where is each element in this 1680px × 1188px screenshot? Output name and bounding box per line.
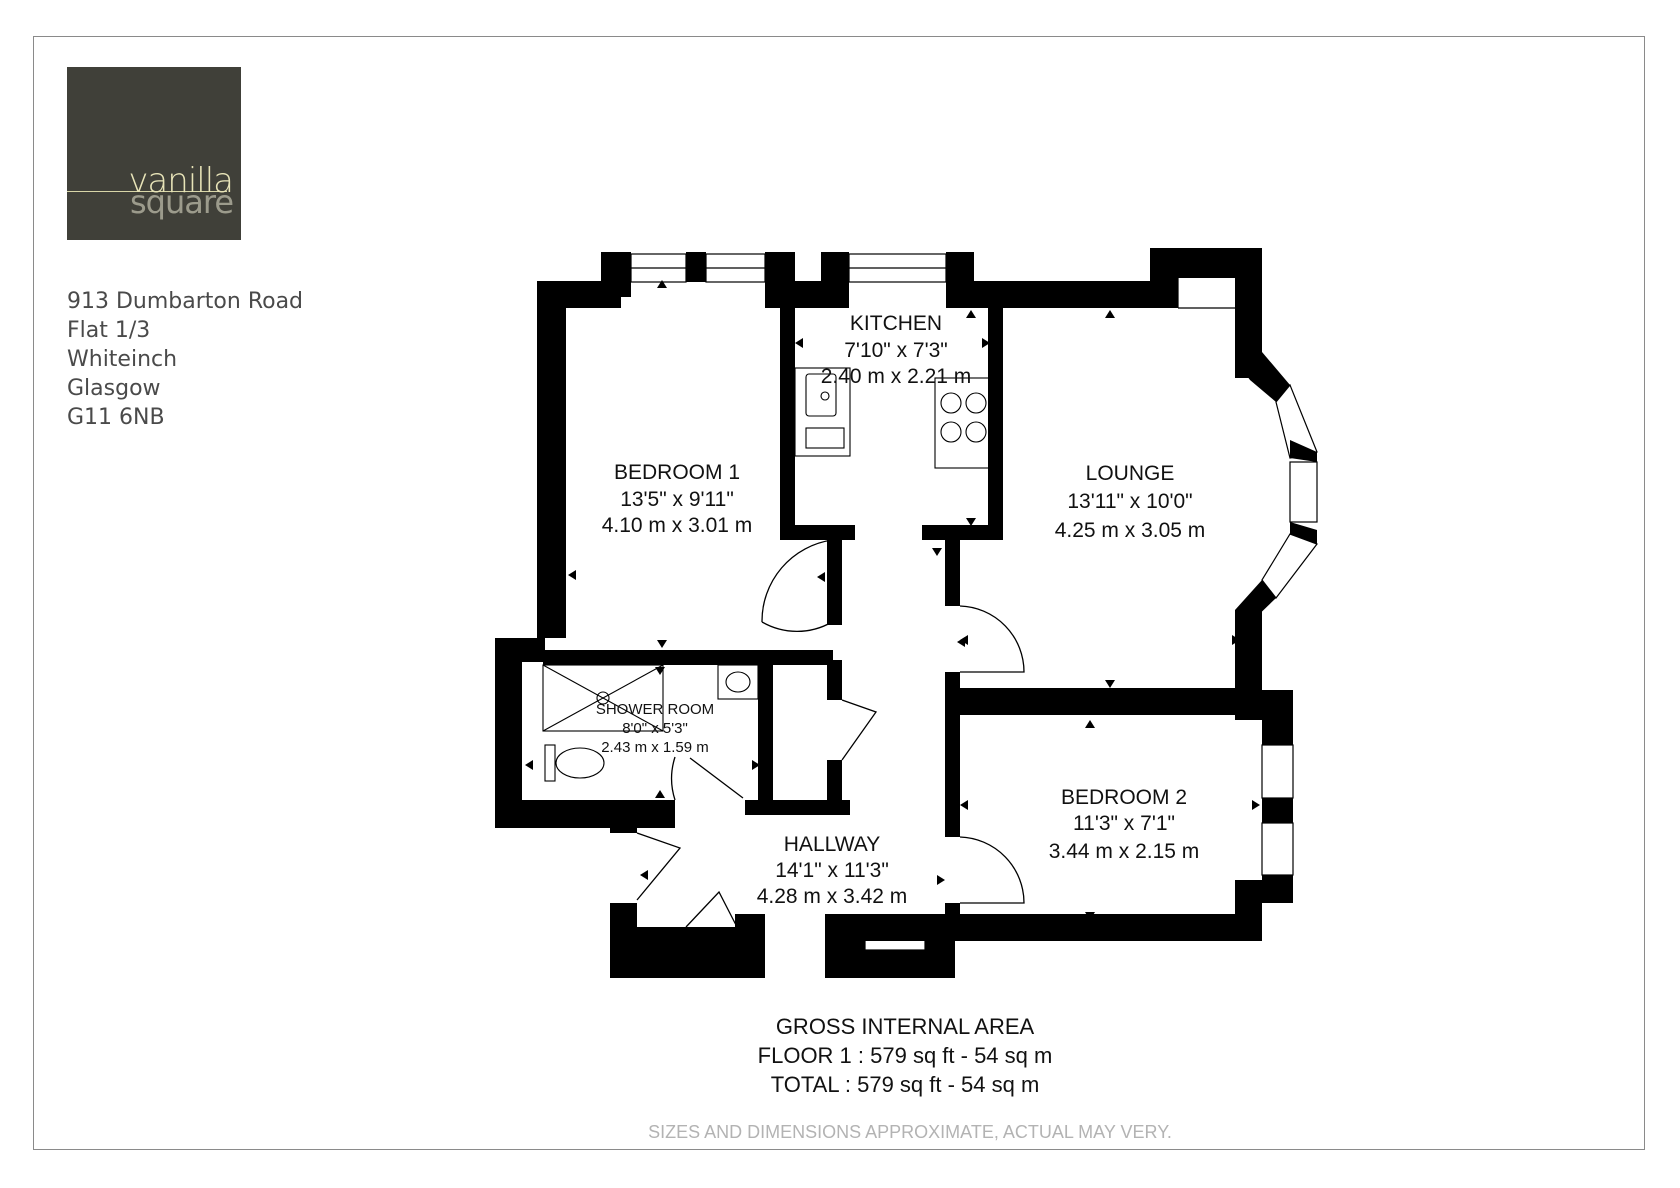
wall-hall-east-b — [945, 903, 960, 923]
bedroom2-name: BEDROOM 2 — [1061, 786, 1187, 809]
logo-line — [67, 191, 227, 192]
windows — [630, 253, 1318, 951]
address-line-5: G11 6NB — [67, 405, 165, 430]
window-lounge-bay-2 — [1289, 461, 1318, 523]
wall-hall-west-c — [610, 903, 637, 978]
wall-bed2-bay-pier-bot — [1262, 875, 1293, 903]
shower-imperial: 8'0" x 5'3" — [622, 720, 688, 737]
wall-window-pier-1 — [601, 252, 631, 297]
wall-kitchen-east — [988, 300, 1003, 540]
lounge-imperial: 13'11" x 10'0" — [1067, 490, 1192, 513]
wall-kitchen-south-b — [922, 525, 1002, 540]
window-bedroom2-a — [1261, 744, 1294, 799]
wall-cupboard-east — [827, 760, 842, 815]
area-floor: FLOOR 1 : 579 sq ft - 54 sq m — [757, 1043, 1053, 1068]
address-line-3: Whiteinch — [67, 347, 178, 372]
wall-shower-west — [495, 638, 522, 828]
area-total: TOTAL : 579 sq ft - 54 sq m — [770, 1072, 1040, 1097]
wall-bed2-south — [953, 914, 1262, 941]
address-block: 913 Dumbarton Road Flat 1/3 Whiteinch Gl… — [67, 287, 303, 432]
page-frame — [33, 36, 1645, 1150]
wall-lounge-north — [946, 281, 1176, 308]
fixtures — [542, 367, 991, 782]
dimension-markers — [525, 280, 1260, 925]
toilet-cistern — [544, 744, 556, 782]
kitchen-metric: 2.40 m x 2.21 m — [821, 365, 972, 388]
bedroom2-metric: 3.44 m x 2.15 m — [1049, 840, 1200, 863]
wall-kitchen-pier-a — [821, 252, 849, 282]
door-bedroom1 — [761, 539, 833, 632]
window-bedroom2-b — [1261, 822, 1294, 876]
wall-window-pier-2 — [686, 252, 706, 282]
bedroom1-imperial: 13'5" x 9'11" — [620, 488, 734, 511]
kitchen-sink — [794, 367, 851, 457]
lounge-metric: 4.25 m x 3.05 m — [1055, 519, 1206, 542]
wall-shower-north-stub — [495, 638, 545, 662]
doors — [636, 539, 1025, 928]
address-line-2: Flat 1/3 — [67, 318, 151, 343]
wall-lounge-south — [945, 688, 1245, 715]
door-lounge — [959, 605, 1025, 673]
room-labels: BEDROOM 1 13'5" x 9'11" 4.10 m x 3.01 m … — [596, 312, 1205, 908]
bedroom2-imperial: 11'3" x 7'1" — [1073, 812, 1175, 835]
door-entrance — [636, 832, 682, 901]
hallway-name: HALLWAY — [784, 833, 880, 856]
kitchen-imperial: 7'10" x 7'3" — [844, 339, 948, 362]
shower-metric: 2.43 m x 1.59 m — [601, 739, 709, 756]
wall-bed2-bay-pier-top — [1262, 690, 1293, 745]
wall-bay-1 — [1235, 352, 1290, 402]
door-cupboard — [841, 699, 878, 761]
wall-bed2-bay-pier-mid — [1262, 798, 1293, 823]
shower-name: SHOWER ROOM — [596, 701, 714, 718]
wall-kitchen-south-a — [780, 525, 855, 540]
shower-tray — [542, 664, 664, 732]
window-lounge-bay-1 — [1275, 383, 1318, 459]
logo-word-square: square — [129, 183, 234, 221]
logo-word-vanilla: vanilla — [128, 161, 234, 201]
walls — [495, 248, 1317, 978]
logo: vanilla square — [67, 67, 241, 240]
kitchen-name: KITCHEN — [850, 312, 942, 335]
wall-bed1-south — [543, 650, 833, 665]
window-hallway — [864, 921, 926, 951]
hallway-metric: 4.28 m x 3.42 m — [757, 885, 908, 908]
door-bedroom2 — [959, 836, 1025, 904]
wall-cupboard-south — [637, 927, 737, 951]
wall-kitchen-west — [780, 300, 795, 540]
wall-cupboard-north — [827, 660, 842, 700]
disclaimer: SIZES AND DIMENSIONS APPROXIMATE, ACTUAL… — [648, 1122, 1172, 1142]
wall-cupboard-south-a — [745, 800, 850, 815]
lounge-name: LOUNGE — [1086, 462, 1175, 485]
address-line-4: Glasgow — [67, 376, 161, 401]
wall-lounge-chimney-left — [1150, 248, 1178, 308]
wall-shower-south — [495, 800, 675, 828]
toilet-bowl — [555, 747, 605, 779]
door-shower — [671, 756, 744, 801]
wall-hall-south-b — [825, 950, 955, 978]
wall-bedroom1-west — [537, 281, 566, 638]
bedroom1-metric: 4.10 m x 3.01 m — [602, 514, 753, 537]
window-lounge-bay-3 — [1261, 533, 1318, 599]
wall-shower-east — [758, 662, 773, 800]
basin — [717, 664, 759, 700]
area-heading: GROSS INTERNAL AREA — [775, 1014, 1035, 1039]
wall-bed1-hall-a — [827, 540, 842, 625]
wall-lounge-west-a — [945, 540, 960, 606]
kitchen-hob — [934, 377, 991, 469]
wall-kitchen-north-a — [765, 281, 849, 308]
gross-internal-area: GROSS INTERNAL AREA FLOOR 1 : 579 sq ft … — [700, 1012, 1110, 1099]
address-line-1: 913 Dumbarton Road — [67, 289, 304, 314]
drainer — [805, 427, 845, 449]
wall-bay-3 — [1290, 522, 1317, 544]
door-hall-cupboard — [685, 890, 738, 928]
bedroom1-name: BEDROOM 1 — [614, 461, 740, 484]
hallway-imperial: 14'1" x 11'3" — [775, 859, 889, 882]
